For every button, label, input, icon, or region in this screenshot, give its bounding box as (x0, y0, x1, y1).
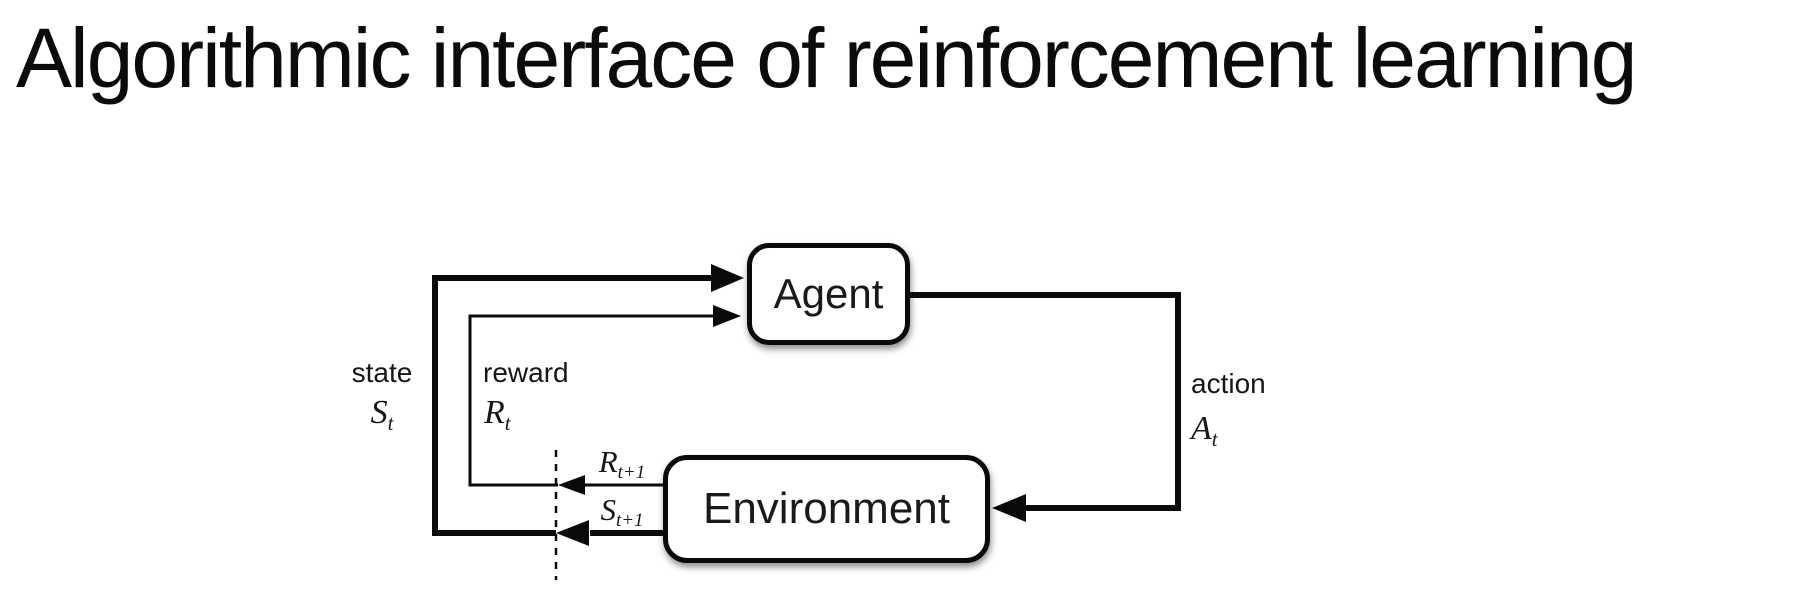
state-label: state (351, 357, 413, 388)
reward-symbol-base: R (484, 394, 505, 431)
arrowhead-state-to-agent-icon (711, 264, 744, 292)
next-state-symbol-sub: t+1 (615, 510, 644, 531)
next-state-symbol: St+1 (578, 492, 666, 532)
agent-node: Agent (747, 243, 910, 345)
next-reward-symbol: Rt+1 (578, 444, 666, 484)
edge-action-segment (908, 292, 1181, 511)
state-symbol: St (336, 394, 428, 436)
reward-label: reward (483, 357, 569, 388)
environment-label: Environment (702, 484, 950, 533)
slide-title: Algorithmic interface of reinforcement l… (16, 11, 1637, 105)
action-symbol-base: A (1191, 410, 1212, 447)
agent-label: Agent (773, 270, 884, 317)
arrowhead-next-state-icon (556, 520, 589, 546)
next-reward-symbol-sub: t+1 (617, 462, 646, 483)
edge-reward-segment (468, 314, 714, 487)
action-symbol-sub: t (1211, 427, 1218, 451)
next-reward-symbol-base: R (598, 444, 618, 479)
action-symbol: At (1191, 410, 1218, 452)
edge-state-segment (432, 275, 712, 536)
arrowhead-next-reward-icon (558, 475, 585, 495)
state-symbol-sub: t (387, 411, 394, 435)
arrowhead-action-to-environment-icon (992, 494, 1026, 522)
state-symbol-base: S (370, 394, 388, 431)
environment-node: Environment (663, 455, 990, 563)
arrowhead-reward-to-agent-icon (713, 305, 741, 327)
next-state-symbol-base: S (600, 492, 616, 527)
reward-symbol-sub: t (504, 411, 511, 435)
action-label: action (1191, 368, 1266, 399)
reward-symbol: Rt (484, 394, 511, 436)
